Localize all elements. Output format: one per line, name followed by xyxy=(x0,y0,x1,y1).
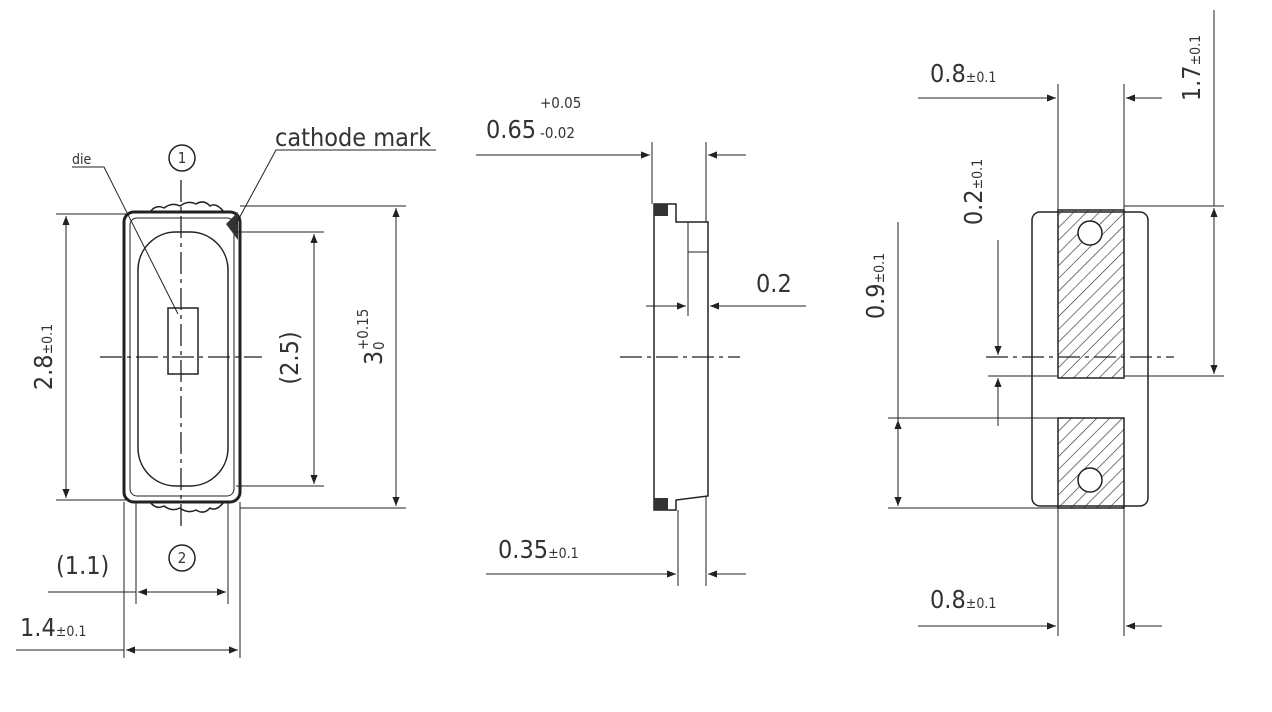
top-width-value: 0.8 xyxy=(930,59,966,88)
side-lead-top xyxy=(654,204,668,216)
lens-window xyxy=(137,231,229,487)
total-height-value: 3 xyxy=(359,351,388,365)
inner-height-label: (2.5) xyxy=(275,331,304,384)
lead-bottom xyxy=(149,501,225,513)
total-height-lower: 0 xyxy=(370,341,388,350)
height-tolerance: ±0.1 xyxy=(40,324,56,355)
side-lead-bottom xyxy=(654,498,668,510)
cathode-mark-label: cathode mark xyxy=(275,123,431,152)
die-label: die xyxy=(72,152,91,168)
svg-text:1.4±0.1: 1.4±0.1 xyxy=(20,613,86,642)
pin1-circle xyxy=(168,144,196,172)
side-view: 0.65 +0.05 -0.02 0.2 0.35±0.1 xyxy=(476,94,806,586)
lead-top xyxy=(149,201,225,213)
height-value: 2.8 xyxy=(29,354,58,390)
bottom-width-tolerance: ±0.1 xyxy=(966,596,997,612)
thickness-upper: +0.05 xyxy=(540,94,581,112)
thickness-lower: -0.02 xyxy=(540,124,575,142)
svg-text:0.9±0.1: 0.9±0.1 xyxy=(861,253,890,319)
width-tolerance: ±0.1 xyxy=(56,624,87,640)
pad-bottom-hole xyxy=(1077,467,1103,493)
svg-text:0.8±0.1: 0.8±0.1 xyxy=(930,59,996,88)
svg-text:1.7±0.1: 1.7±0.1 xyxy=(1177,35,1206,101)
inner-width-label: (1.1) xyxy=(56,551,109,580)
pin2-circle xyxy=(168,544,196,572)
lead-value: 0.35 xyxy=(498,535,548,564)
svg-text:0.65: 0.65 xyxy=(486,115,536,144)
top-width-tolerance: ±0.1 xyxy=(966,70,997,86)
bottom-width-value: 0.8 xyxy=(930,585,966,614)
pad-top-hole xyxy=(1077,220,1103,246)
front-view: 1 2 die cathode mark 2.8±0.1 (2.5) 3 +0.… xyxy=(16,123,436,658)
pad-view: 0.8±0.1 1.7±0.1 0.2±0.1 0.9±0.1 0.8±0.1 xyxy=(861,10,1224,636)
svg-text:2.8±0.1: 2.8±0.1 xyxy=(29,324,58,390)
cathode-leader xyxy=(235,149,436,225)
gap-value: 0.2 xyxy=(959,189,988,225)
lead-tolerance: ±0.1 xyxy=(548,546,579,562)
pin1-label: 1 xyxy=(178,149,187,167)
total-height-upper: +0.15 xyxy=(354,309,372,350)
lower-height-value: 0.9 xyxy=(861,283,890,319)
lower-height-tolerance: ±0.1 xyxy=(872,253,888,284)
die-leader xyxy=(72,166,179,315)
package-body xyxy=(122,210,242,504)
pad-height-value: 1.7 xyxy=(1177,65,1206,101)
width-value: 1.4 xyxy=(20,613,56,642)
svg-text:0.8±0.1: 0.8±0.1 xyxy=(930,585,996,614)
cathode-notch xyxy=(226,212,238,240)
die xyxy=(167,307,199,375)
thickness-value: 0.65 xyxy=(486,115,536,144)
svg-text:0.2±0.1: 0.2±0.1 xyxy=(959,159,988,225)
pin2-label: 2 xyxy=(178,549,187,567)
pad-top xyxy=(1057,209,1125,379)
pad-height-tolerance: ±0.1 xyxy=(1188,35,1204,66)
gap-tolerance: ±0.1 xyxy=(970,159,986,190)
step-label: 0.2 xyxy=(756,269,792,298)
svg-text:0.35±0.1: 0.35±0.1 xyxy=(498,535,579,564)
pad-bottom xyxy=(1057,417,1125,509)
svg-text:3: 3 xyxy=(359,351,388,365)
